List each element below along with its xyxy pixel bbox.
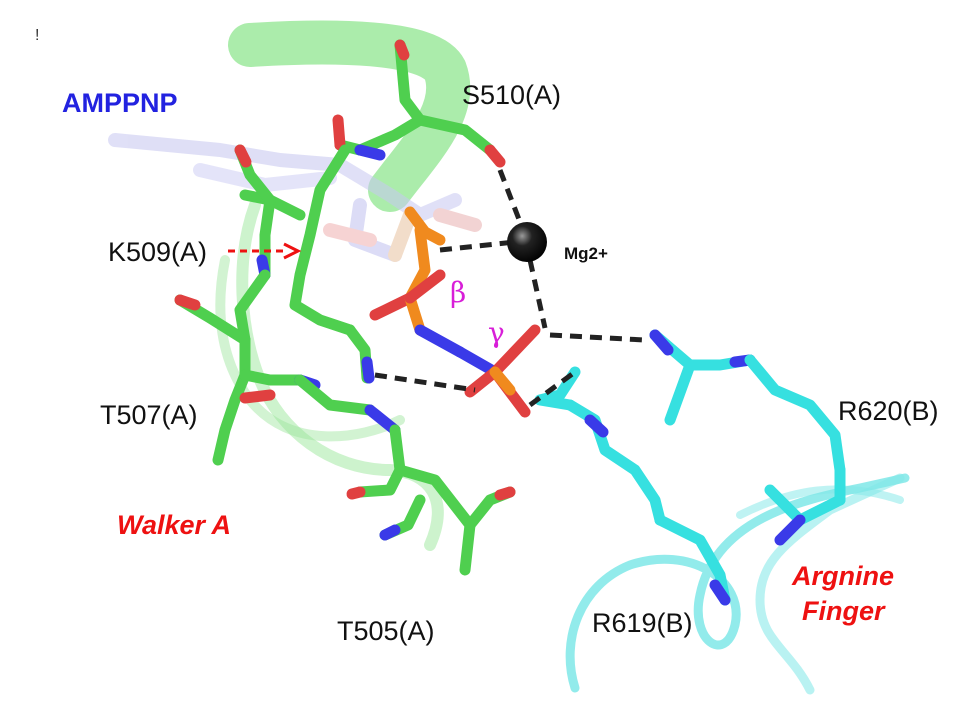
label-s510: S510(A)	[462, 80, 561, 110]
interaction-bonds	[374, 169, 646, 408]
label-gamma: γ	[488, 316, 505, 349]
chain-a-sticks	[174, 39, 516, 576]
label-t507: T507(A)	[100, 400, 198, 430]
magnesium-ion	[507, 222, 547, 262]
label-r619: R619(B)	[592, 608, 693, 638]
k509-pointer-arrow	[228, 242, 302, 260]
label-beta: β	[450, 276, 466, 309]
corner-mark: !	[35, 27, 39, 44]
label-walker-a: Walker A	[117, 510, 231, 540]
chain-b-sticks	[534, 329, 846, 606]
amppnp-ghost	[108, 133, 482, 262]
label-mg-ion: Mg2+	[564, 244, 608, 263]
phosphate-groups	[369, 206, 541, 418]
label-amppnp: AMPPNP	[62, 88, 178, 118]
chain-b-ribbon	[565, 473, 910, 695]
label-r620: R620(B)	[838, 396, 939, 426]
label-arginine-finger-line2: Finger	[802, 596, 886, 626]
label-k509: K509(A)	[108, 237, 207, 267]
label-t505: T505(A)	[337, 616, 435, 646]
label-arginine-finger-line1: Argnine	[791, 561, 894, 591]
